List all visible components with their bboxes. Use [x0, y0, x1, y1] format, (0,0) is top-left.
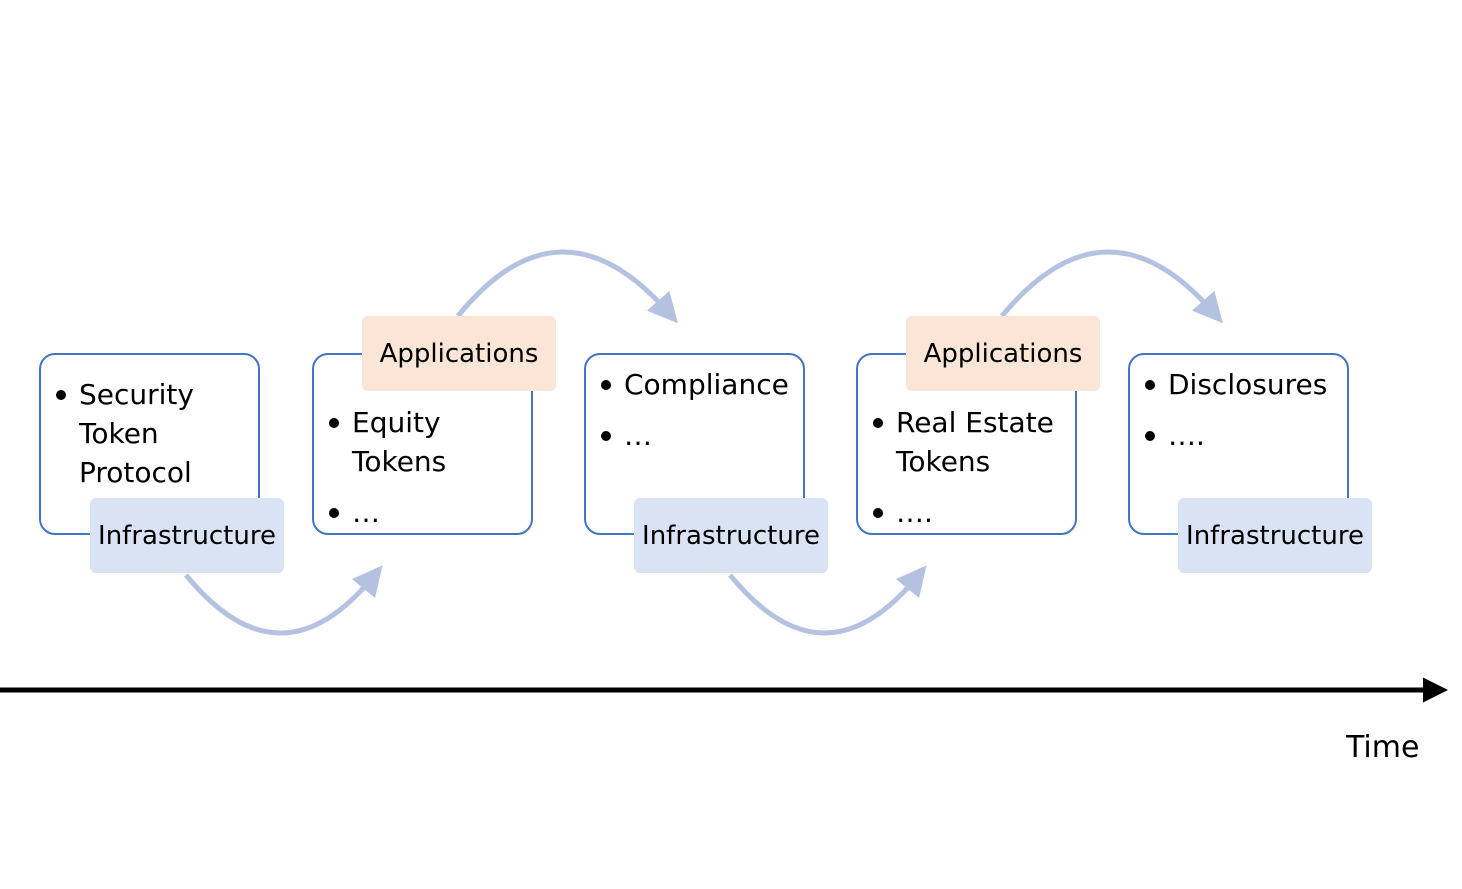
time-axis-label: Time [1346, 730, 1420, 765]
infrastructure-tag: Infrastructure [90, 498, 284, 573]
stage-5-item: …. [1140, 416, 1341, 455]
stage-1-item: Security Token Protocol [51, 375, 219, 492]
stage-5-item: Disclosures [1140, 365, 1341, 404]
infrastructure-tag: Infrastructure [1178, 498, 1372, 573]
infrastructure-tag: Infrastructure [634, 498, 828, 573]
arrow-app2-to-infra3 [456, 249, 678, 324]
arrow-infra3-to-app4 [728, 565, 927, 636]
stage-4-item: …. [868, 493, 1069, 532]
applications-tag: Applications [362, 316, 556, 391]
arrow-infra1-to-app2 [184, 565, 383, 636]
stage-4-item: Real Estate Tokens [868, 403, 1069, 481]
arrow-app4-to-infra5 [1000, 249, 1223, 324]
stage-2-item: … [324, 493, 525, 532]
stage-3-item: … [596, 416, 797, 455]
stage-card-1: Security Token Protocol [39, 353, 260, 535]
applications-tag: Applications [906, 316, 1100, 391]
stage-2-item: Equity Tokens [324, 403, 492, 481]
stage-3-item: Compliance [596, 365, 797, 404]
